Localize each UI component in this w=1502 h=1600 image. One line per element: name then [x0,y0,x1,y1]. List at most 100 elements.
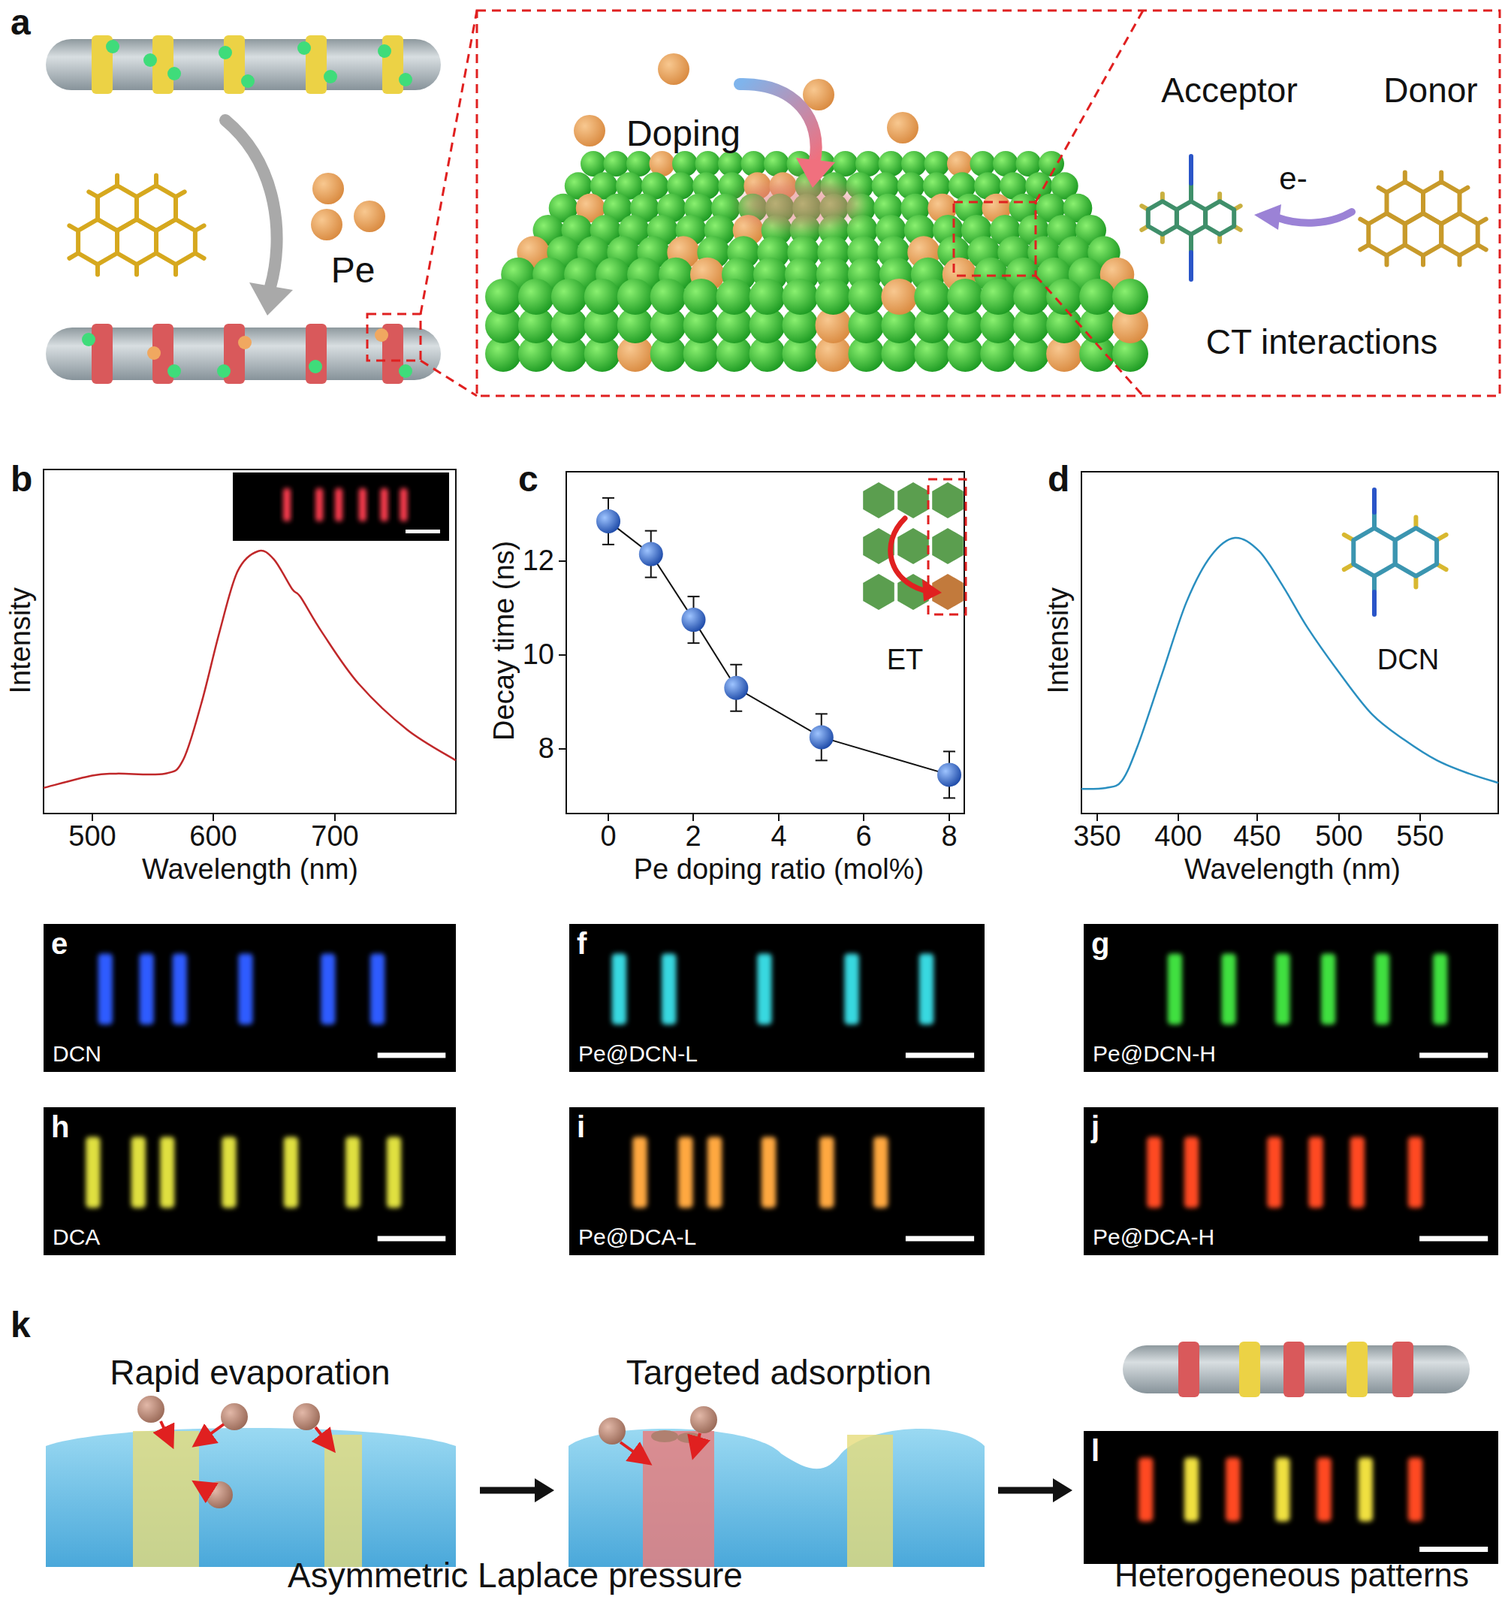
error-cap [943,750,956,752]
label: 550 [1396,820,1444,854]
perylene-ball [690,1405,718,1433]
emission-stripe [1358,1456,1373,1521]
emission-stripe [1408,1456,1423,1521]
electron-arrow [1278,211,1352,224]
panel-letter: k [10,1303,31,1346]
emission-stripe [85,1136,100,1208]
perylene-ball [573,114,606,147]
molecule-dot [398,364,413,378]
perylene-ball [657,53,690,85]
bond [1372,512,1377,528]
label: Donor [1383,70,1478,111]
liquid-film [568,1428,985,1567]
host-ball [980,278,1017,315]
host-ball [650,278,687,315]
host-ball [518,278,555,315]
emission-stripe [1146,1136,1162,1208]
micrograph-panel: gPe@DCN-H [1083,923,1499,1072]
panel-letter: a [10,1,31,43]
host-ball [1046,278,1083,315]
label: Rapid evaporation [109,1352,390,1393]
emission-stripe [707,1136,722,1208]
micrograph-panel: iPe@DCA-L [569,1106,985,1255]
zoom-line [420,10,477,314]
crystal-band [91,323,113,384]
host-cell [931,482,964,519]
molecule-dot [105,39,120,54]
plot-frame [566,471,965,814]
step-arrow [479,1486,535,1494]
crystal-band [1239,1341,1261,1397]
crystal-band [223,35,245,94]
aromatic-ring [1148,201,1177,235]
host-ball [1013,278,1050,315]
emission-stripe [380,488,389,522]
tick [558,560,567,562]
host-ball [551,278,588,315]
bond [1188,234,1194,253]
molecule-dot [377,44,392,58]
plot-frame [43,469,456,814]
data-point [681,607,706,632]
tick [1419,813,1421,821]
crystal-band [1178,1341,1200,1397]
tick [91,813,94,821]
label: 6 [855,820,872,854]
emission-stripe [139,953,154,1025]
crystal-band [152,35,174,94]
emission-stripe [238,953,253,1025]
error-cap [602,497,615,499]
panel-letter: j [1091,1109,1100,1144]
cyano-bond [1188,252,1194,280]
data-point [809,724,834,749]
emission-stripe [283,1136,299,1208]
emission-stripe [221,1136,236,1208]
tick [558,654,567,656]
panel-letter: e [51,926,68,960]
arrow-head [249,282,293,316]
tick [1338,813,1340,821]
flow-arrow [160,1420,172,1444]
emission-stripe [358,488,367,522]
emission-stripe [345,1136,360,1208]
molecule-dot [297,41,311,55]
error-cap [729,710,742,712]
host-cell [862,482,895,519]
label: 12 [522,544,555,578]
cyano-bond [1188,156,1194,184]
emission-stripe [844,953,859,1025]
tick [334,813,336,821]
emission-stripe [1275,953,1290,1025]
perylene-ball [310,208,343,241]
tick [558,747,567,750]
emission-stripe [1275,1456,1290,1521]
micrograph-image [43,1106,456,1255]
cyano-bond [1372,489,1377,513]
emission-stripe [159,1136,175,1208]
arrow-head [922,579,942,602]
aromatic-ring [1395,527,1437,577]
cyano-bond [1372,591,1377,615]
doping-glow [739,181,860,227]
scale-bar [405,529,441,534]
molecule [69,175,204,275]
molecule-dot [241,74,255,88]
arrow-head [796,157,836,188]
perylene-ball [220,1402,248,1430]
emission-stripe [632,1136,647,1208]
label: 8 [538,732,555,766]
error-cap [943,796,956,799]
pillar [132,1430,200,1567]
spectrum-curve [1081,537,1499,789]
error-cap [687,595,700,598]
sample-label: DCA [52,1224,100,1249]
data-point [639,542,664,567]
flow-arrow [620,1441,648,1462]
panel-letter: h [51,1109,70,1144]
arrow-head [1254,204,1282,230]
emission-stripe [819,1136,834,1208]
emission-stripe [1221,953,1237,1025]
panel-letter: l [1091,1433,1100,1467]
crystal-band [382,35,404,94]
